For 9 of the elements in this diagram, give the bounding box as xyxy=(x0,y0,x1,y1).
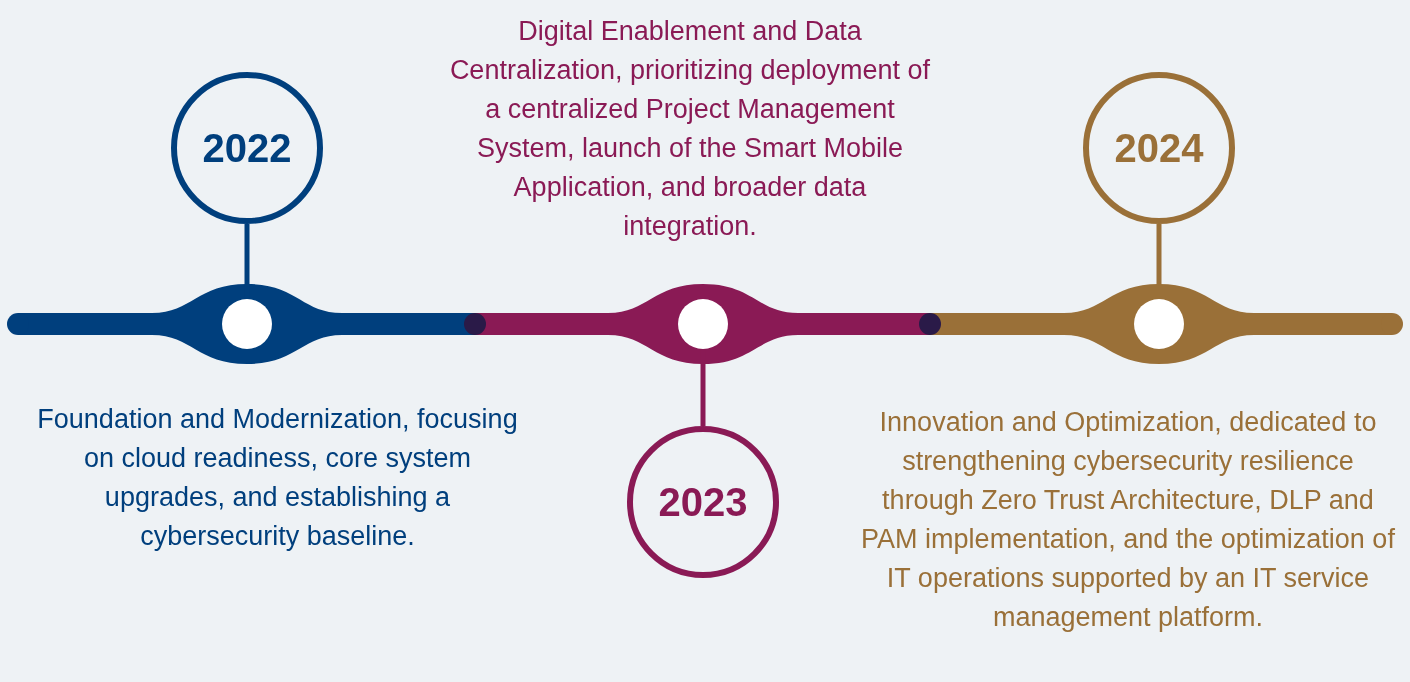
milestone-description: Innovation and Optimization, dedicated to strengthening cybersecurity resilience through Zero Trust Architecture, DLP and PAM implementation, and the optimization of IT operations supported by an IT service management platform. xyxy=(860,406,1396,634)
year-label: 2022 xyxy=(202,125,292,171)
year-circle xyxy=(627,426,779,578)
year-label: 2024 xyxy=(1114,125,1204,171)
milestone-description: Digital Enablement and Data Centralization, prioritizing deployment of a centralized Project Management System, launch of the Smart Mobile Application, and broader data integration. xyxy=(448,15,932,243)
year-circle xyxy=(1083,72,1235,224)
year-label: 2023 xyxy=(658,479,748,525)
milestone-description: Foundation and Modernization, focusing on cloud readiness, core system upgrades, and establishing a cybersecurity baseline. xyxy=(36,403,519,553)
year-circle xyxy=(171,72,323,224)
